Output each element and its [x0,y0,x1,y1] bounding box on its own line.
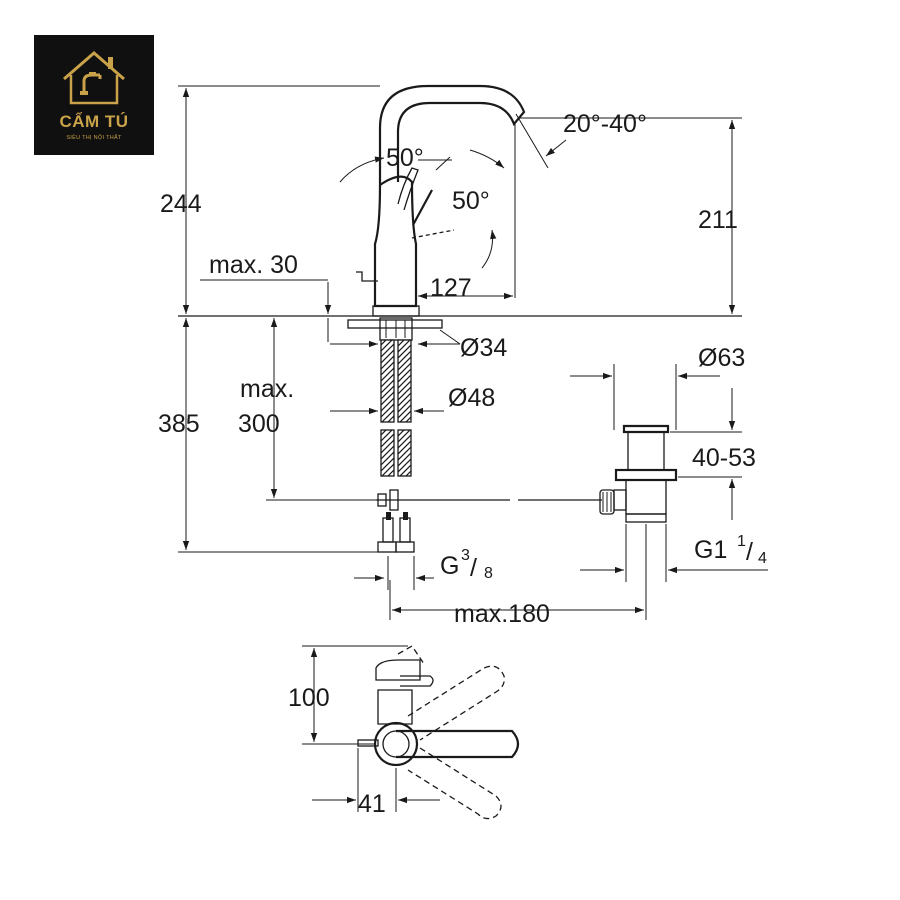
logo-tagline: SIÊU THỊ NỘI THẤT [66,135,122,141]
dim-spout-height: 211 [698,206,738,234]
logo-name: CẨM TÚ [59,112,129,131]
spout [378,84,526,185]
dim-waste-dia: Ø63 [698,344,745,372]
base-plate [372,305,420,317]
dim-max-hose-2: 300 [238,410,280,438]
waste-assembly [570,364,768,582]
mixer-body [373,175,418,308]
below-deck-assembly [330,317,647,620]
lever-dashed-axis [411,229,455,239]
fixing-washer [347,319,443,329]
dim-waste-thread-slash: / [746,538,753,566]
connector-right [399,517,411,543]
lever-open [412,189,433,226]
dim-max-rod: max.180 [454,600,550,628]
dimension-labels: 244 211 max. 30 50° 50° 20°-40° 127 Ø34 … [158,110,767,818]
dim-connection-base: G [440,552,459,580]
dim-waste-range: 40-53 [692,444,756,472]
faucet-side-view [178,84,742,317]
dim-spout-reach: 127 [430,274,472,302]
lever [397,167,419,211]
connector-left [382,517,394,543]
dim-spout-swivel: 20°-40° [563,110,647,138]
dim-plan-offset: 41 [358,790,386,818]
dim-connection-num: 3 [461,547,470,564]
dim-waste-thread-base: G1 [694,536,727,564]
dim-connection-den: 8 [484,565,493,582]
popup-rod-top [356,271,378,282]
dim-lever-angle-top: 50° [386,144,424,172]
hose-right [397,339,412,423]
hose-left [380,339,395,423]
brand-logo: CẨM TÚ SIÊU THỊ NỘI THẤT [34,35,154,155]
dim-total-height: 244 [160,190,202,218]
dim-connection-slash: / [470,554,477,582]
height-dimensions [178,85,742,553]
house-faucet-icon [63,51,125,105]
dim-waste-thread-den: 4 [758,550,767,567]
dim-plan-depth: 100 [288,684,330,712]
dim-hole-dia: Ø34 [460,334,507,362]
dim-max-deck: max. 30 [209,251,298,279]
dim-waste-thread-num: 1 [737,533,746,550]
dim-flange-dia: Ø48 [448,384,495,412]
faucet-plan-view [302,645,520,820]
dim-lever-angle-side: 50° [452,187,490,215]
dim-under-height: 385 [158,410,200,438]
dim-max-hose-1: max. [240,375,294,403]
